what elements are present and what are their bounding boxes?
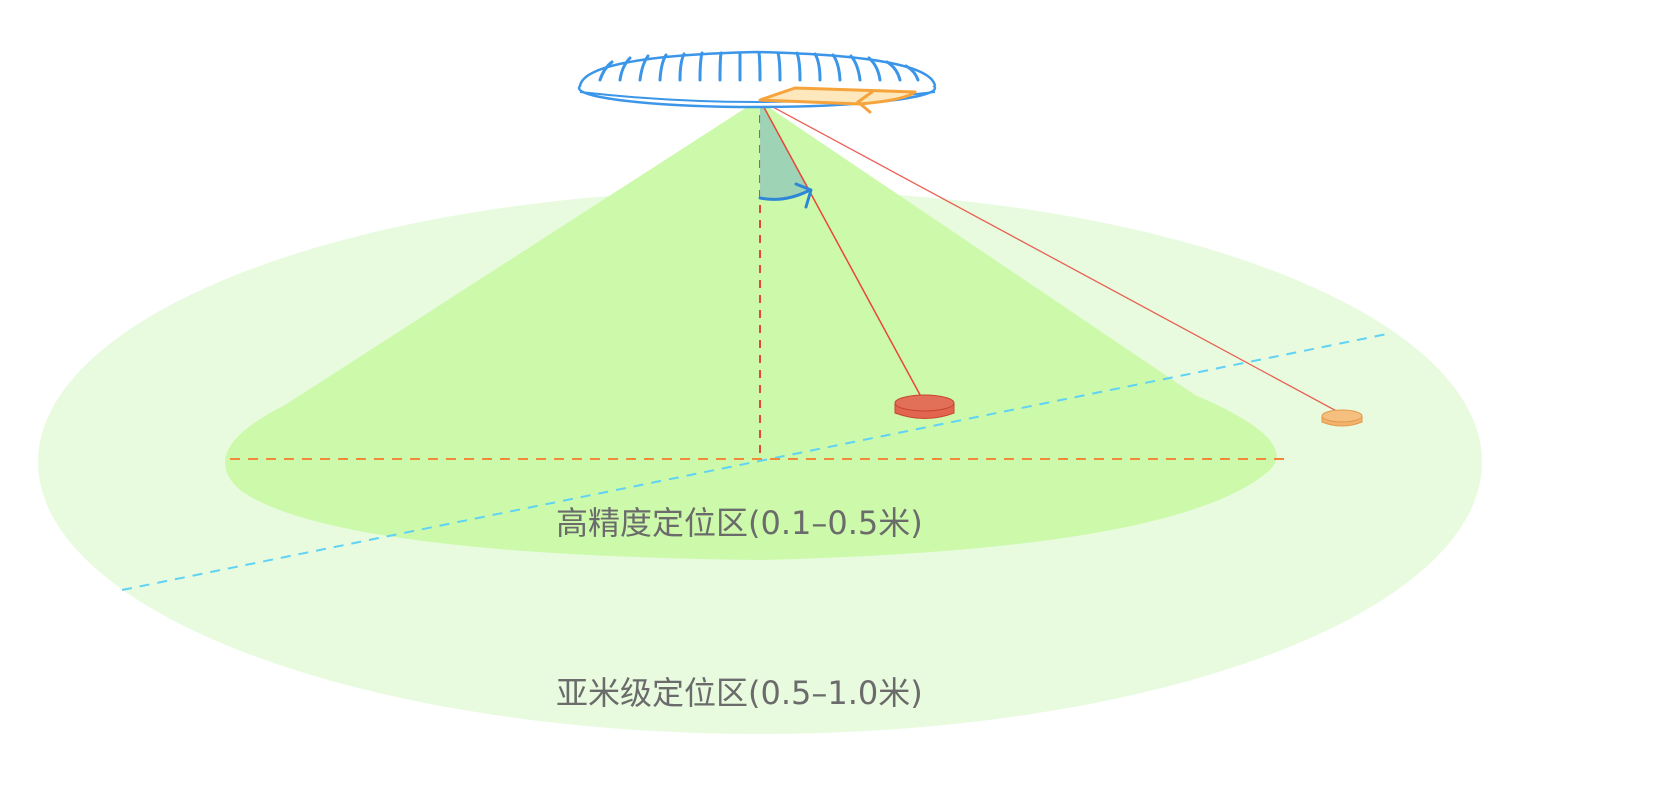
signal-line-near xyxy=(759,99,926,405)
azimuth-arrow-icon xyxy=(856,90,874,114)
high-precision-cone xyxy=(225,100,1277,560)
elevation-arc xyxy=(758,188,812,201)
elevation-arrow-icon xyxy=(794,182,813,209)
signal-line-far xyxy=(759,99,1343,415)
tag-near-icon xyxy=(894,394,955,419)
tag-far-icon xyxy=(1321,409,1363,427)
sub-meter-zone-label: 亚米级定位区(0.5–1.0米) xyxy=(556,674,923,712)
elevation-angle-wedge xyxy=(760,100,810,200)
high-precision-zone-label: 高精度定位区(0.1–0.5米) xyxy=(556,504,923,542)
